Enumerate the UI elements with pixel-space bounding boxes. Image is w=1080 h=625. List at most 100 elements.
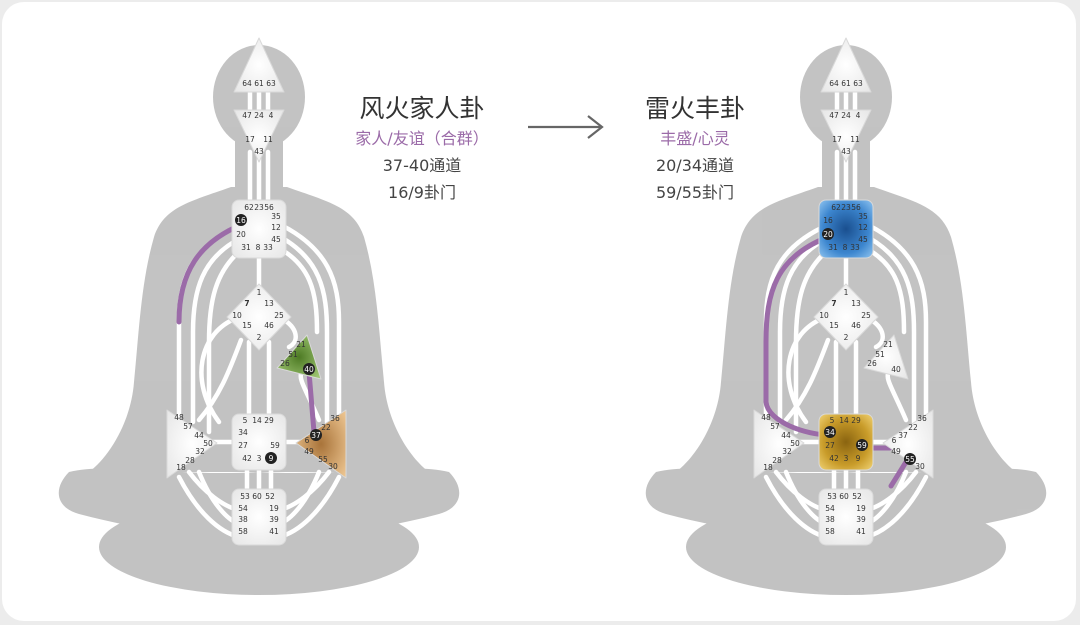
gate-number: 63 (266, 79, 276, 88)
gate-number: 16 (236, 216, 246, 225)
gate-number: 15 (829, 321, 839, 330)
gate-number: 45 (271, 235, 281, 244)
gate-number: 35 (271, 212, 281, 221)
active-gate-marker (904, 453, 916, 465)
gate-number: 61 (254, 79, 264, 88)
gate-number: 27 (825, 441, 835, 450)
active-gate-marker (822, 228, 834, 240)
gate-number: 24 (254, 111, 264, 120)
gate-number: 21 (296, 340, 306, 349)
gate-number: 18 (763, 463, 773, 472)
gate-number: 25 (274, 311, 284, 320)
gate-number: 41 (856, 527, 866, 536)
gate-number: 5 (243, 416, 248, 425)
gate-number: 54 (238, 504, 248, 513)
gate-number: 11 (263, 135, 273, 144)
gate-number: 62 (831, 203, 841, 212)
gate-number: 16 (823, 216, 833, 225)
gate-number: 38 (825, 515, 835, 524)
left-hexagram-subtitle: 家人/友谊（合群） (355, 129, 489, 148)
gate-number: 32 (782, 447, 792, 456)
gate-number: 47 (829, 111, 839, 120)
gate-number: 31 (828, 243, 838, 252)
gate-number: 48 (174, 413, 184, 422)
gate-number: 1 (257, 288, 262, 297)
gate-number: 7 (244, 299, 249, 308)
long-right-arrow-icon (528, 115, 604, 139)
gate-number: 59 (270, 441, 280, 450)
gate-number: 14 (252, 416, 262, 425)
gate-number: 23 (254, 203, 264, 212)
gate-number: 22 (321, 423, 331, 432)
active-gate-marker (265, 452, 277, 464)
gate-number: 50 (203, 439, 213, 448)
gate-number: 6 (892, 436, 897, 445)
gate-number: 19 (856, 504, 866, 513)
gate-number: 8 (843, 243, 848, 252)
gate-number: 44 (194, 431, 204, 440)
gate-number: 9 (269, 454, 274, 463)
gate-number: 42 (242, 454, 252, 463)
gate-number: 57 (183, 422, 193, 431)
gate-number: 48 (761, 413, 771, 422)
gate-number: 60 (839, 492, 849, 501)
gate-number: 2 (257, 333, 262, 342)
gate-number: 44 (781, 431, 791, 440)
gate-number: 14 (839, 416, 849, 425)
gate-number: 19 (269, 504, 279, 513)
gate-number: 27 (238, 441, 248, 450)
gate-number: 30 (328, 462, 338, 471)
gate-number: 51 (875, 350, 885, 359)
gate-number: 33 (850, 243, 860, 252)
gate-number: 12 (858, 223, 868, 232)
gate-number: 32 (195, 447, 205, 456)
gate-number: 35 (858, 212, 868, 221)
gate-number: 29 (851, 416, 861, 425)
gate-number: 56 (264, 203, 274, 212)
gate-number: 58 (238, 527, 248, 536)
gate-number: 63 (853, 79, 863, 88)
gate-number: 6 (305, 436, 310, 445)
gate-number: 55 (318, 455, 328, 464)
gate-number: 64 (829, 79, 839, 88)
left-info: 风火家人卦 家人/友谊（合群） 37-40通道 16/9卦门 (332, 92, 512, 206)
gate-number: 3 (844, 454, 849, 463)
gate-number: 17 (245, 135, 255, 144)
gate-number: 13 (264, 299, 274, 308)
gate-number: 39 (269, 515, 279, 524)
gate-number: 60 (252, 492, 262, 501)
right-hexagram-subtitle: 丰盛/心灵 (660, 129, 730, 148)
gate-number: 40 (304, 365, 314, 374)
gate-number: 37 (311, 431, 321, 440)
gate-number: 7 (831, 299, 836, 308)
gate-number: 26 (867, 359, 877, 368)
gate-number: 15 (242, 321, 252, 330)
right-channel-label: 20/34通道 (655, 156, 735, 175)
left-channel-label: 37-40通道 (382, 156, 462, 175)
gate-number: 3 (257, 454, 262, 463)
gate-number: 52 (265, 492, 275, 501)
gate-number: 36 (330, 414, 340, 423)
gate-number: 43 (841, 147, 851, 156)
gate-number: 54 (825, 504, 835, 513)
gate-number: 5 (830, 416, 835, 425)
active-gate-marker (235, 214, 247, 226)
active-gate-marker (303, 363, 315, 375)
gate-number: 1 (844, 288, 849, 297)
gate-number: 22 (908, 423, 918, 432)
